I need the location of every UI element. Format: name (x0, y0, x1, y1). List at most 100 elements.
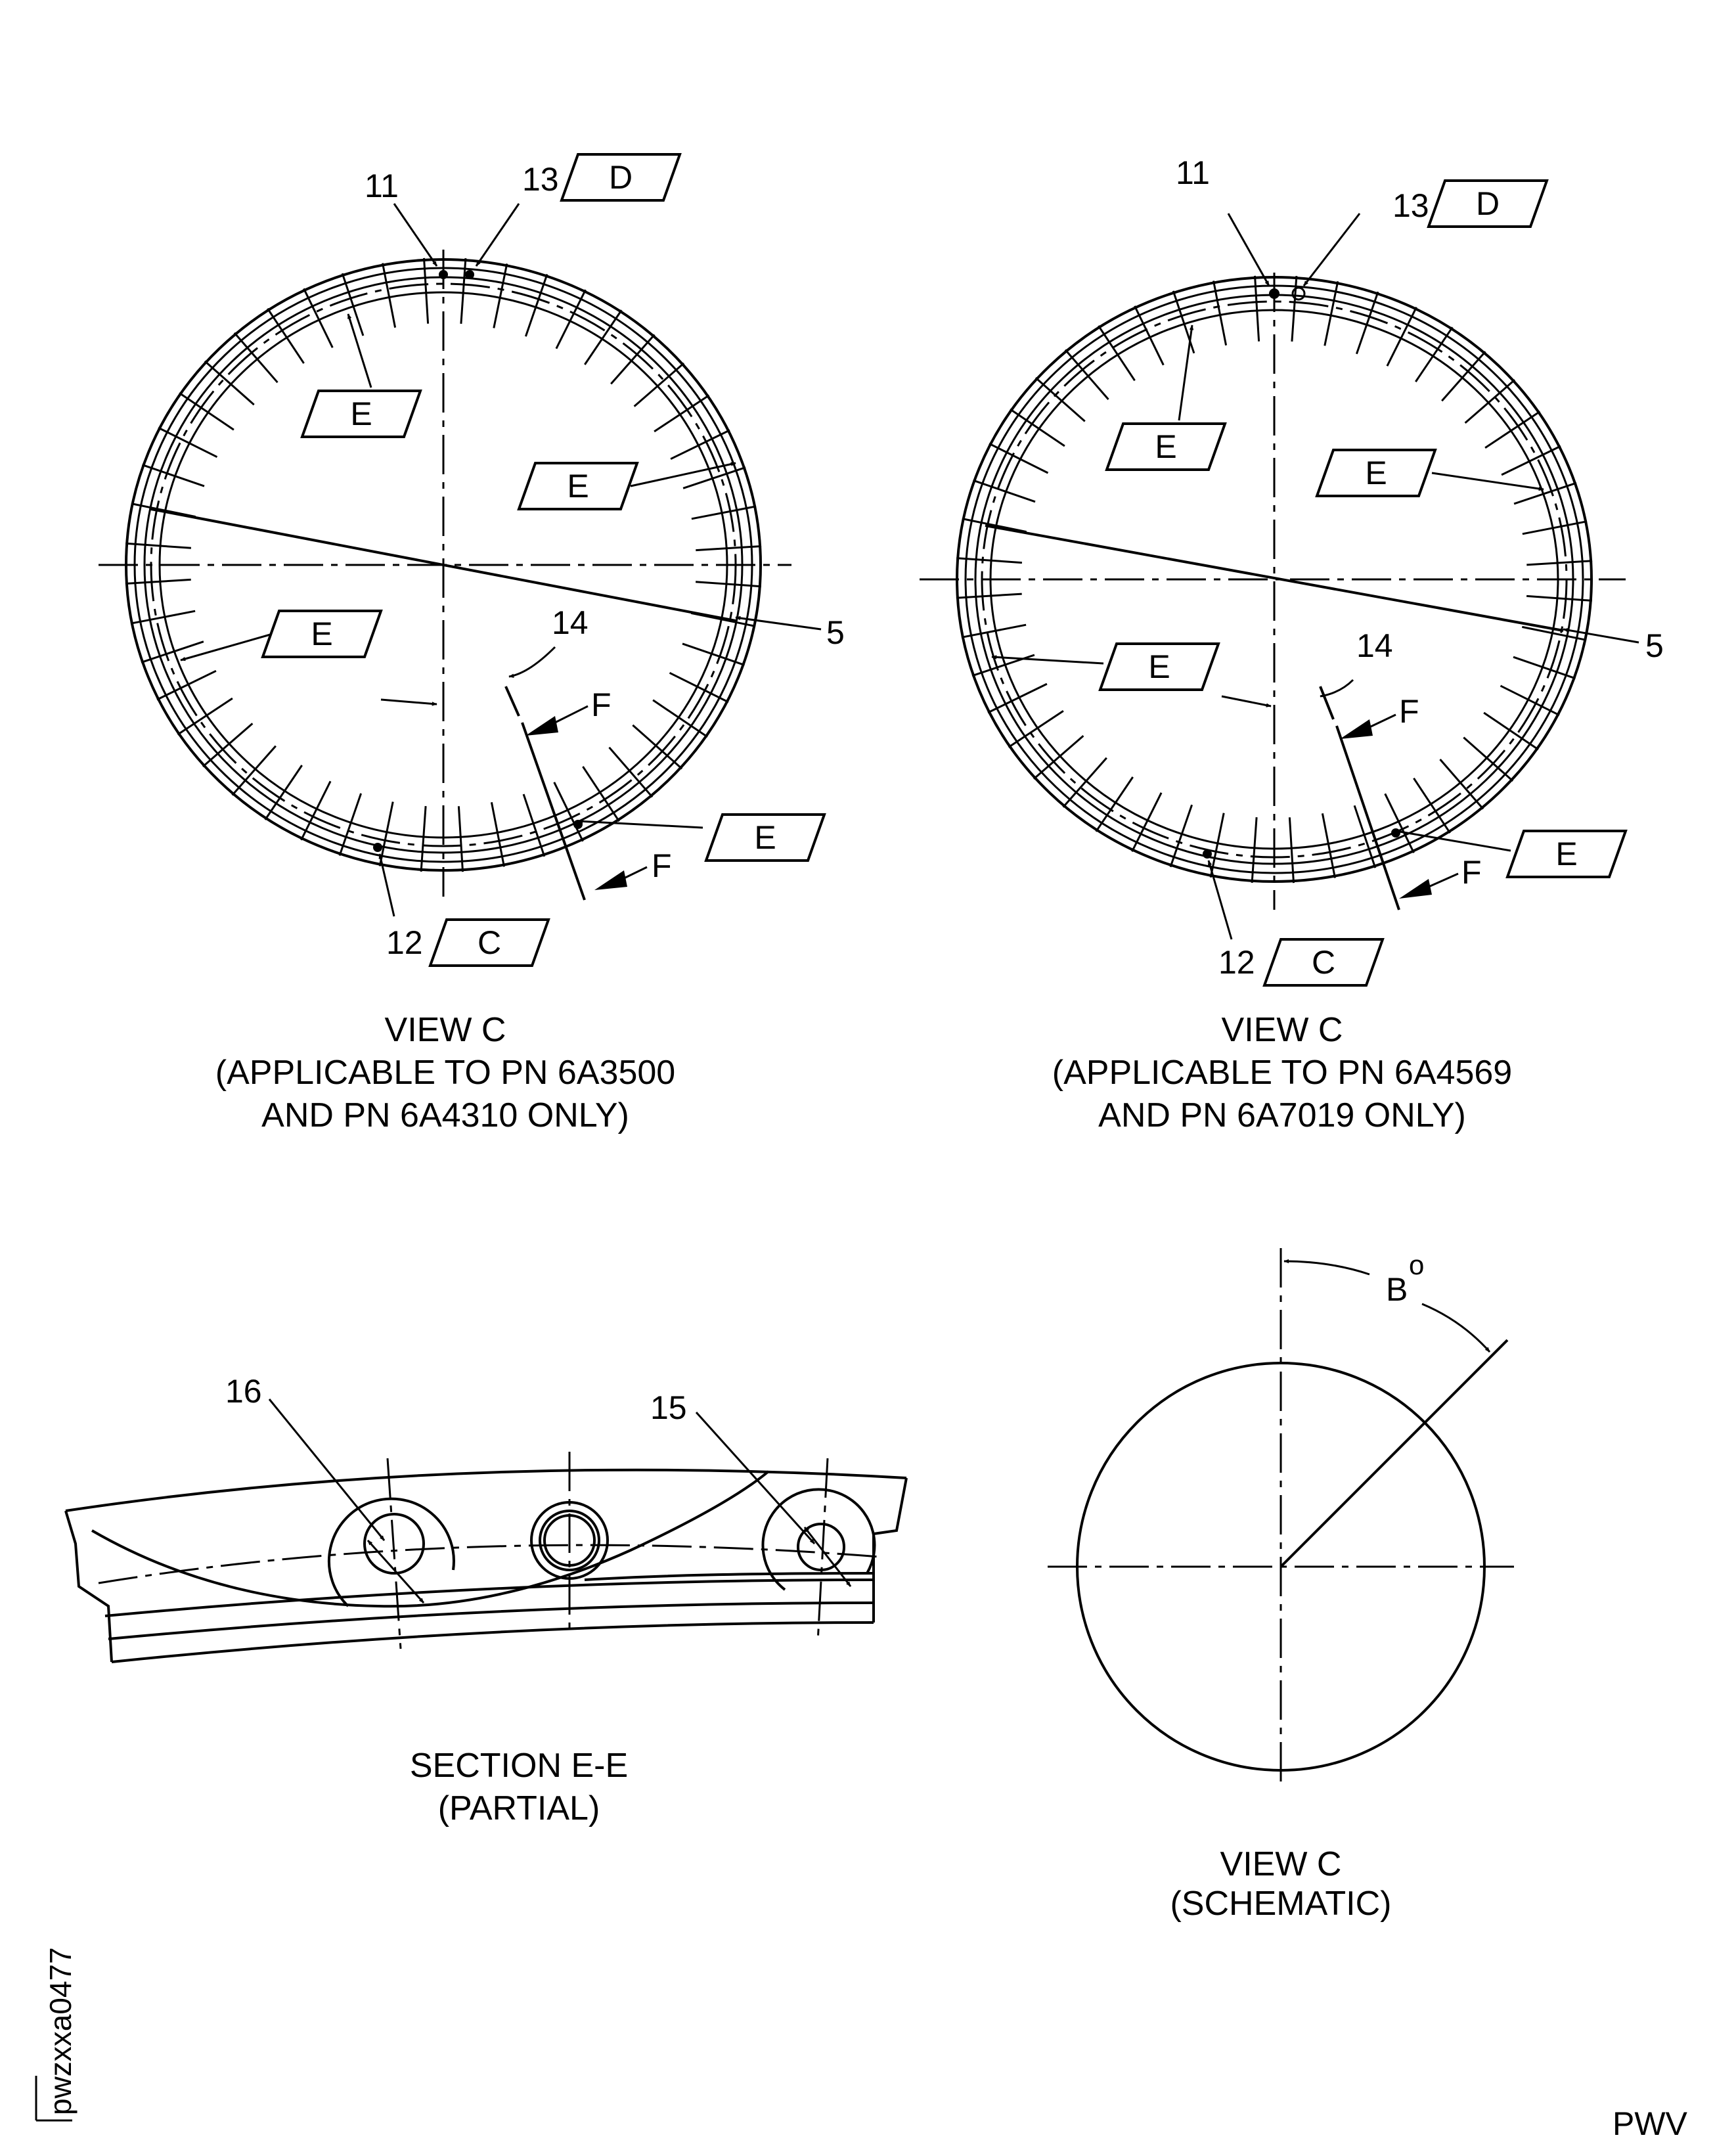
tick-mark (1033, 734, 1084, 780)
tick-mark (1288, 817, 1295, 884)
section-f-cut-right (1319, 686, 1459, 910)
flag-e-left-1: E (300, 390, 422, 438)
svg-text:E: E (1155, 428, 1176, 465)
svg-text:E: E (754, 819, 776, 856)
tick-mark (1501, 445, 1561, 476)
leaders-left (180, 203, 822, 917)
tick-mark (1098, 325, 1136, 382)
tick-mark (382, 263, 397, 328)
tick-mark (961, 623, 1027, 638)
label-15: 15 (650, 1389, 687, 1426)
caption-left-line2: (APPLICABLE TO PN 6A3500 (215, 1054, 675, 1092)
tick-mark (669, 671, 729, 704)
tick-mark (179, 392, 234, 431)
tick-mark (233, 332, 278, 384)
label-12-left: 12 (386, 924, 423, 961)
tick-mark (555, 289, 587, 349)
hole-center (530, 1452, 609, 1629)
tick-mark (204, 360, 255, 406)
caption-right-line1: VIEW C (1222, 1011, 1343, 1049)
tick-mark (1254, 275, 1260, 342)
caption-section-line2: (PARTIAL) (438, 1789, 600, 1827)
label-13-left: 13 (522, 161, 559, 198)
tick-mark (1415, 326, 1454, 382)
angle-arc-left (1283, 1259, 1370, 1276)
caption-left-line1: VIEW C (385, 1011, 506, 1049)
svg-text:E: E (311, 616, 332, 652)
tick-mark (582, 766, 620, 822)
tick-mark (691, 505, 757, 520)
tick-mark (1463, 736, 1514, 782)
tick-mark (632, 724, 683, 770)
tick-mark (1251, 817, 1258, 884)
tick-mark (125, 578, 191, 585)
leaders-right (991, 213, 1639, 940)
tick-mark (303, 288, 334, 348)
tick-mark (1386, 307, 1417, 367)
tick-mark (1441, 351, 1486, 402)
flag-d-right: D (1427, 179, 1549, 228)
label-12-right: 12 (1218, 944, 1255, 981)
tick-mark (1413, 777, 1451, 834)
centerlines-right (920, 273, 1626, 910)
tick-mark (1213, 280, 1228, 346)
tick-mark (125, 542, 192, 549)
tick-mark (158, 426, 218, 459)
tick-mark (141, 640, 204, 663)
label-11-right: 11 (1176, 154, 1210, 191)
tick-mark (1169, 804, 1193, 868)
label-f-left-2: F (652, 847, 672, 884)
flag-c-right: C (1262, 938, 1385, 987)
label-5-right: 5 (1645, 627, 1664, 664)
tick-mark (1324, 281, 1339, 346)
tick-mark (457, 806, 464, 872)
angle-degree-mark: o (1409, 1249, 1424, 1280)
schematic-radius-line (1280, 1339, 1509, 1568)
tick-mark (1291, 275, 1298, 342)
tick-marks-left (125, 258, 762, 872)
label-5-left: 5 (826, 614, 845, 651)
label-14-left: 14 (552, 604, 589, 641)
tick-mark (1134, 305, 1165, 366)
tick-mark (1500, 684, 1560, 717)
svg-text:E: E (1148, 648, 1170, 685)
angle-arc-right (1421, 1303, 1491, 1353)
tick-mark (341, 273, 365, 336)
diameter-line-right (985, 524, 1564, 632)
ring-holes-right (1203, 286, 1400, 859)
tick-mark (553, 782, 584, 842)
tick-mark (231, 745, 277, 796)
view-c-schematic: B o VIEW C (SCHEMATIC) (1048, 1248, 1514, 1923)
tick-mark (420, 805, 427, 872)
caption-schematic-line1: VIEW C (1220, 1845, 1342, 1883)
svg-text:E: E (1365, 455, 1387, 491)
tick-mark (962, 518, 1027, 533)
tick-mark (610, 334, 656, 385)
label-f-right-1: F (1399, 693, 1419, 730)
flag-e-left-3: E (261, 610, 383, 658)
tick-mark (682, 466, 746, 489)
tick-mark (1353, 805, 1377, 868)
tick-mark (1035, 376, 1086, 422)
tick-mark (300, 780, 332, 841)
tick-mark (1439, 759, 1484, 810)
svg-text:D: D (609, 159, 633, 196)
section-leaders (268, 1399, 852, 1604)
diameter-line-left (150, 508, 736, 622)
section-f-cut-left (504, 686, 648, 901)
view-c-right: D E E E E C 11 13 5 14 12 F F VIEW C (AP… (920, 154, 1664, 1134)
svg-text:E: E (1555, 836, 1577, 872)
tick-mark (956, 593, 1022, 599)
footer-code: PWV (1613, 2105, 1688, 2142)
section-e-e: 16 15 SECTION E-E (PARTIAL) (64, 1373, 908, 1827)
tick-mark (1008, 710, 1064, 748)
flag-d-left: D (560, 153, 682, 202)
label-16: 16 (225, 1373, 262, 1410)
tick-mark (1131, 792, 1163, 852)
label-f-right-2: F (1461, 854, 1482, 891)
label-13-right: 13 (1392, 187, 1429, 224)
tick-mark (1484, 411, 1541, 449)
ring-holes-left (373, 270, 583, 852)
tick-mark (423, 258, 430, 324)
caption-section-line1: SECTION E-E (410, 1747, 628, 1785)
